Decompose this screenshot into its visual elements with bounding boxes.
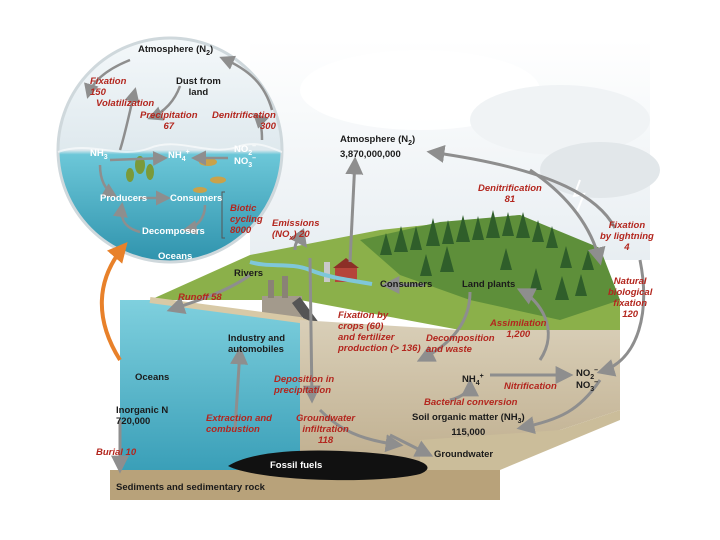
- inset-oceans-label: Oceans: [158, 251, 193, 262]
- emissions-arrow: [289, 228, 308, 251]
- land-consumers-label: Consumers: [380, 279, 433, 290]
- nitrification-label: Nitrification: [504, 381, 557, 392]
- rivers-label: Rivers: [234, 268, 264, 279]
- soil-nitrite-label: NO2–: [576, 367, 599, 382]
- inset-arrows: [84, 55, 274, 235]
- soil-nitrate-label: NO3–: [576, 379, 599, 394]
- soil-organic-label: Soil organic matter (NH3)115,000: [412, 412, 525, 438]
- fixation-lightning-arrow: [529, 168, 606, 266]
- silo: [324, 262, 330, 282]
- oceans-label: Oceans: [135, 372, 170, 383]
- fossil-fuel-deposit: [228, 450, 428, 481]
- fixation-crops-arrow: [345, 156, 364, 263]
- land-plants-label: Land plants: [462, 279, 516, 290]
- runoff-arrow: [166, 273, 251, 314]
- forest: [380, 210, 594, 300]
- deposition-arrow: [302, 257, 321, 404]
- soil-return-arrow: [516, 379, 602, 434]
- cloud: [540, 142, 660, 198]
- inset-nh3-label: NH3: [90, 148, 108, 161]
- bacterial-conversion-label: Bacterial conversion: [424, 397, 518, 408]
- inset-consumers-label: Consumers: [170, 193, 223, 204]
- natural-fixation-arrow: [596, 259, 646, 377]
- sediment-layer: [110, 470, 500, 500]
- inset-nitrate-label: NO3–: [234, 155, 257, 170]
- cloud: [470, 85, 650, 155]
- seaweed-icon: [126, 156, 154, 182]
- flow-arrows: [111, 145, 646, 474]
- extraction-arrow: [230, 346, 249, 431]
- fossil-fuels-label: Fossil fuels: [270, 460, 323, 471]
- inset-nh4-label: NH4+: [168, 149, 190, 164]
- bacterial-arrow: [449, 378, 479, 402]
- inset-volatilization-label: Volatilization: [96, 98, 155, 109]
- inset-decomposers-label: Decomposers: [142, 226, 205, 237]
- decomposition-arrow: [416, 291, 472, 362]
- emissions-label: Emissions(NOx) 20: [272, 218, 320, 242]
- burial-label: Burial 10: [96, 447, 137, 458]
- assimilation-arrow: [516, 288, 550, 361]
- sediments-label: Sediments and sedimentary rock: [116, 482, 265, 493]
- inset-nitrite-label: NO2–: [234, 143, 257, 158]
- ocean-water: [120, 300, 300, 470]
- soil-nh4-label: NH4+: [462, 373, 484, 388]
- groundwater-label: Groundwater: [434, 449, 494, 460]
- inset-producers-label: Producers: [100, 193, 147, 204]
- runoff-label: Runoff 58: [178, 292, 222, 303]
- inset-atmosphere-label: Atmosphere (N2): [138, 44, 214, 57]
- denitrification-arrow: [426, 145, 617, 229]
- atmosphere-label: Atmosphere (N2)3,870,000,000: [340, 134, 416, 160]
- inset-link-arrow: [99, 241, 128, 362]
